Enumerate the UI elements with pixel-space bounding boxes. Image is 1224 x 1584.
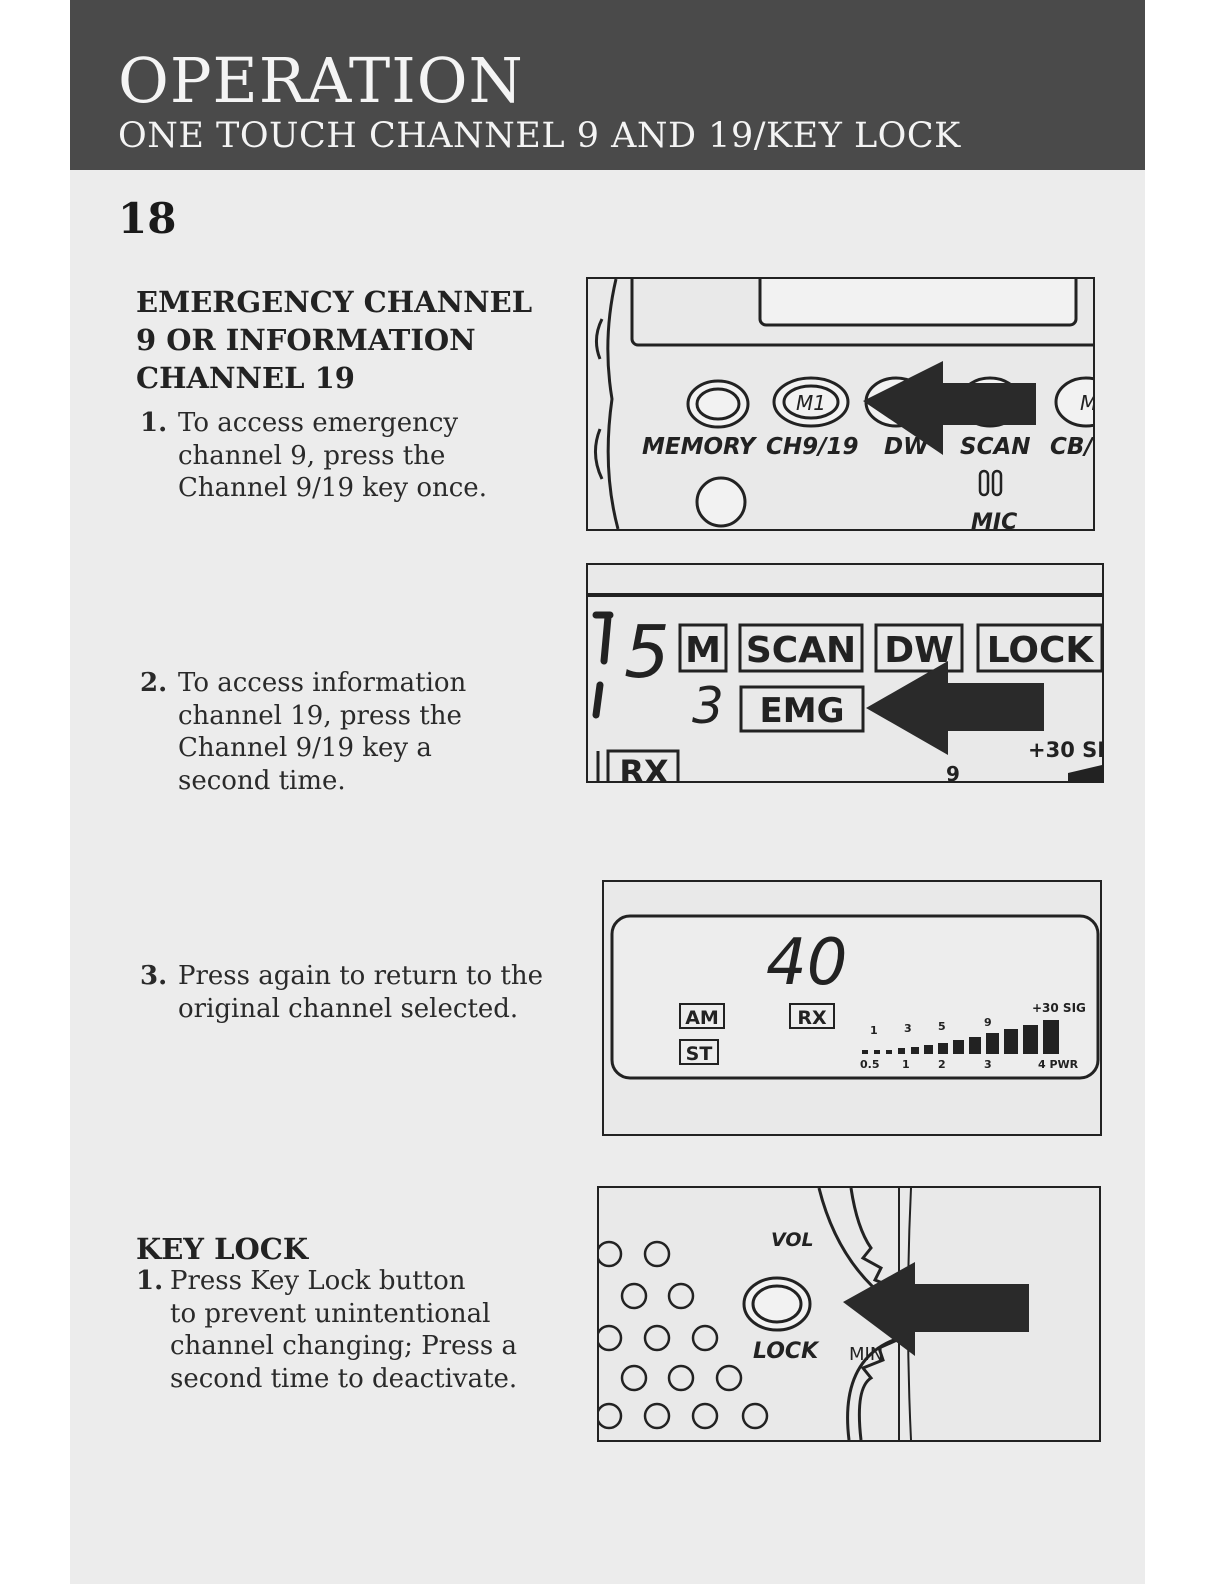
figure-keylock: VOL LOCK MIN	[597, 1186, 1101, 1442]
top-scale-1: 1	[870, 1024, 878, 1037]
header-banner: OPERATION ONE TOUCH CHANNEL 9 AND 19/KEY…	[70, 0, 1145, 170]
top-scale-3: 3	[904, 1022, 912, 1035]
emergency-step-2: 2. To access information channel 19, pre…	[140, 668, 467, 796]
top-scale-5: 5	[938, 1020, 946, 1033]
scan-label: SCAN	[960, 434, 1031, 460]
knob-icon	[695, 476, 747, 528]
am-indicator: AM	[685, 1007, 719, 1029]
rx-indicator: RX	[797, 1007, 827, 1029]
segment-small-digit: 3	[692, 677, 724, 735]
page-subtitle: ONE TOUCH CHANNEL 9 AND 19/KEY LOCK	[118, 116, 961, 156]
housing-curve	[606, 279, 620, 529]
st-indicator: ST	[686, 1043, 713, 1065]
sig-label: +30 SIG	[1032, 1001, 1086, 1015]
lock-indicator: LOCK	[987, 630, 1095, 671]
figure-lcd-channel: 40 AM ST RX +30 SIG 1 3 5 9 0.5 1 2	[602, 880, 1102, 1136]
dw-indicator: DW	[884, 630, 954, 671]
rx-indicator: RX	[619, 753, 669, 781]
page-number: 18	[118, 194, 177, 243]
figure-lcd-indicators: 5 3 M SCAN DW LOCK EMG RX +30 SI 9	[586, 563, 1104, 783]
lock-label: LOCK	[753, 1339, 820, 1364]
bottom-scale-2: 2	[938, 1058, 946, 1071]
bottom-scale-pwr: 4 PWR	[1038, 1058, 1079, 1071]
figure-button-panel: M1 M MEMORY CH9/19 DW SCAN CB/ MIC	[586, 277, 1095, 531]
scan-indicator: SCAN	[746, 630, 856, 671]
emergency-heading: EMERGENCY CHANNEL 9 OR INFORMATION CHANN…	[136, 285, 533, 395]
emergency-step-1: 1. To access emergency channel 9, press …	[140, 408, 487, 503]
page-title: OPERATION	[118, 44, 524, 117]
bottom-scale-1: 1	[902, 1058, 910, 1071]
m-partial-label: M	[1080, 391, 1093, 415]
m-indicator: M	[685, 630, 721, 671]
bottom-scale-05: 0.5	[860, 1058, 880, 1071]
memory-label: MEMORY	[642, 434, 758, 460]
bottom-scale-3: 3	[984, 1058, 992, 1071]
mic-label: MIC	[971, 510, 1017, 529]
keylock-step-1: 1. Press Key Lock button to prevent unin…	[136, 1266, 518, 1394]
signal-label: +30 SI	[1028, 738, 1102, 762]
keylock-heading: KEY LOCK	[136, 1232, 309, 1266]
cb-label: CB/	[1050, 434, 1093, 460]
m1-label: M1	[796, 391, 826, 415]
ch9-19-label: CH9/19	[766, 434, 859, 460]
vol-label: VOL	[771, 1229, 814, 1251]
signal-bars	[862, 1020, 1059, 1054]
arrow-icon	[843, 1262, 1029, 1356]
scale-label: 9	[946, 762, 960, 781]
emergency-step-3: 3. Press again to return to the original…	[140, 961, 543, 1024]
channel-display: 40	[766, 926, 847, 1000]
arrow-icon	[863, 361, 1036, 455]
display-window	[630, 279, 1093, 347]
speaker-grille	[599, 1240, 769, 1430]
min-label: MIN	[849, 1344, 883, 1365]
arrow-icon	[866, 661, 1044, 755]
segment-digit: 5	[624, 610, 670, 694]
emg-indicator: EMG	[760, 691, 845, 731]
top-scale-9: 9	[984, 1016, 992, 1029]
